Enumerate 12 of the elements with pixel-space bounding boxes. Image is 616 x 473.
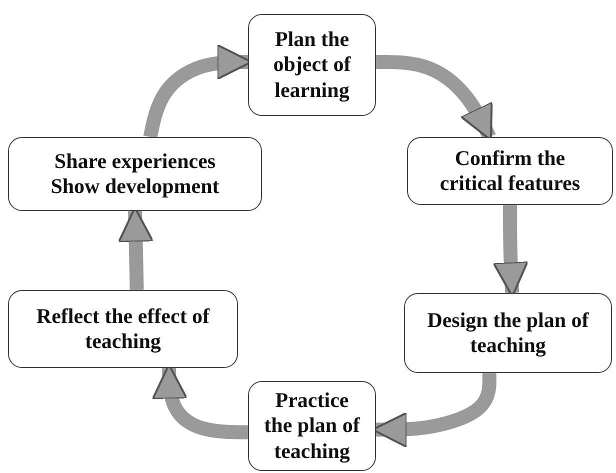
step-box [248, 381, 376, 471]
step-text: Plan the object of learning [272, 27, 352, 103]
step-box [404, 293, 612, 373]
step-text: Design the plan of teaching [426, 308, 590, 358]
step-text: Share experiences Show development [50, 148, 220, 200]
step-box [407, 137, 613, 205]
step-box [8, 137, 262, 211]
step-text: Practice the plan of teaching [263, 388, 361, 464]
step-box [8, 290, 238, 368]
step-text: Confirm the critical features [438, 146, 582, 196]
step-box [248, 14, 376, 116]
step-text: Reflect the effect of teaching [35, 304, 211, 354]
